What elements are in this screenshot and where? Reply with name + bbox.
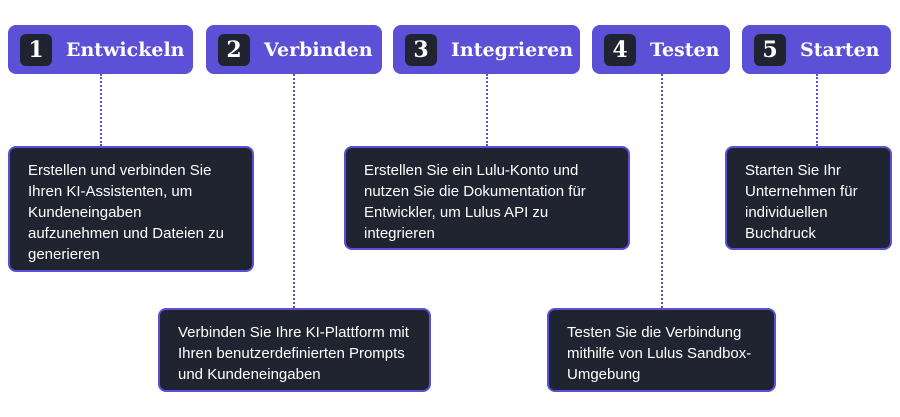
connector-3 bbox=[486, 74, 488, 146]
connector-2 bbox=[293, 74, 295, 308]
step-number-badge: 1 bbox=[20, 33, 52, 66]
step-description-card-5: Starten Sie Ihr Unternehmen für individu… bbox=[725, 146, 892, 250]
step-description-card-1: Erstellen und verbinden Sie Ihren KI-Ass… bbox=[8, 146, 254, 272]
step-title: Testen bbox=[650, 38, 720, 61]
step-description-card-4: Testen Sie die Verbindung mithilfe von L… bbox=[547, 308, 776, 392]
step-title: Entwickeln bbox=[66, 38, 185, 61]
connector-1 bbox=[100, 74, 102, 146]
connector-4 bbox=[661, 74, 663, 308]
step-header-2: 2 Verbinden bbox=[206, 25, 382, 74]
step-number-badge: 2 bbox=[218, 33, 250, 66]
step-number-badge: 3 bbox=[405, 33, 437, 66]
step-description-card-2: Verbinden Sie Ihre KI-Plattform mit Ihre… bbox=[158, 308, 431, 392]
step-description-card-3: Erstellen Sie ein Lulu-Konto und nutzen … bbox=[344, 146, 630, 250]
step-header-3: 3 Integrieren bbox=[393, 25, 580, 74]
connector-5 bbox=[816, 74, 818, 146]
step-title: Starten bbox=[800, 38, 880, 61]
step-title: Verbinden bbox=[264, 38, 373, 61]
step-title: Integrieren bbox=[451, 38, 574, 61]
step-number-badge: 4 bbox=[604, 33, 636, 66]
step-header-5: 5 Starten bbox=[742, 25, 891, 74]
step-header-4: 4 Testen bbox=[592, 25, 730, 74]
step-number-badge: 5 bbox=[754, 33, 786, 66]
step-header-1: 1 Entwickeln bbox=[8, 25, 193, 74]
